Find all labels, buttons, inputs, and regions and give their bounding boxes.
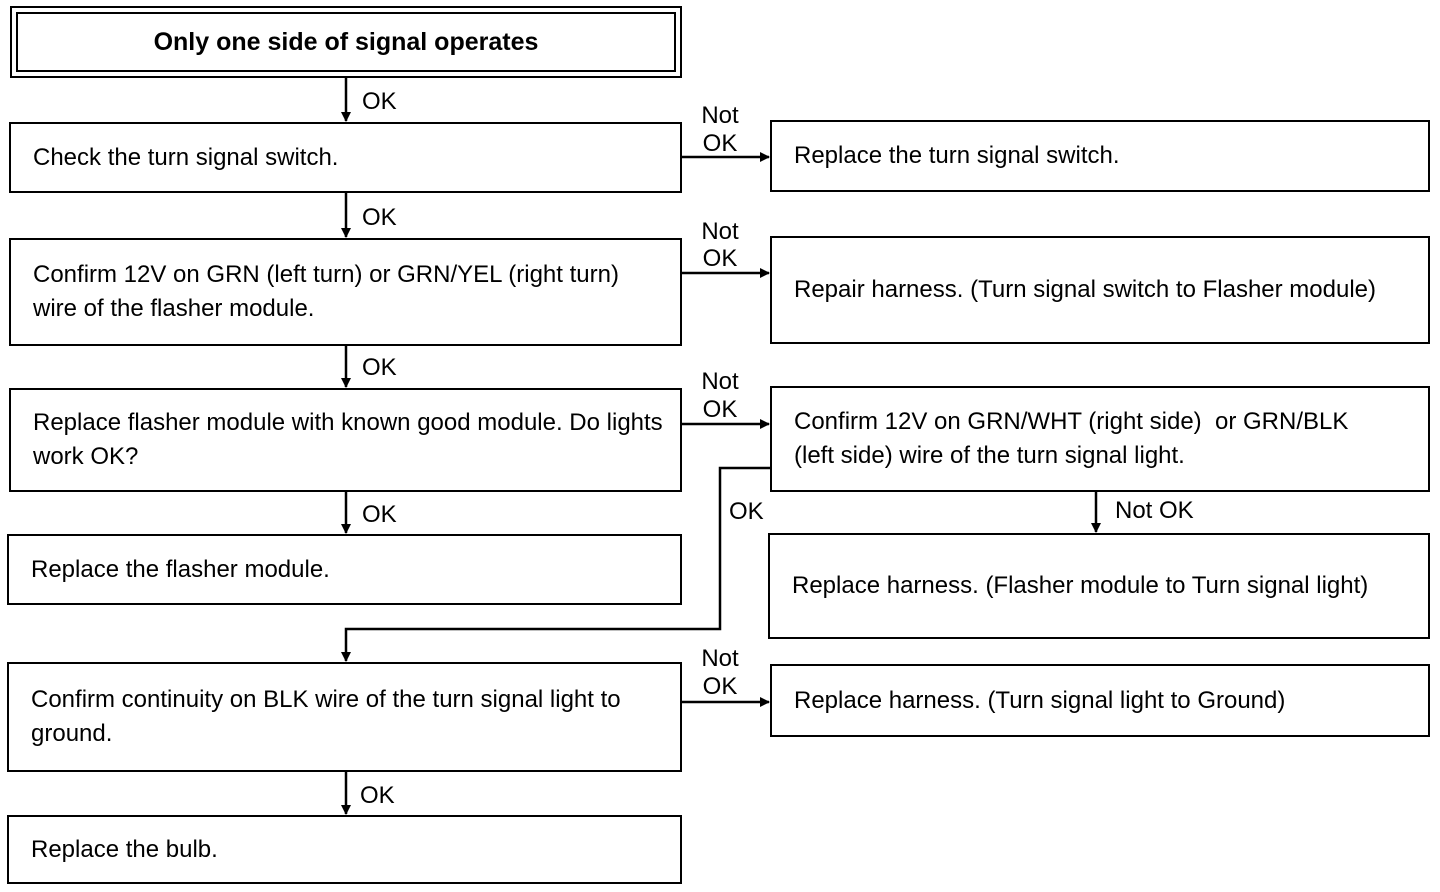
- label-not-1: Not: [701, 102, 739, 129]
- step-check-switch-text: Check the turn signal switch.: [33, 143, 339, 171]
- step-replace-harness-ground-text: Replace harness. (Turn signal light to G…: [794, 686, 1286, 714]
- step-replace-flasher-test: Replace flasher module with known good m…: [9, 388, 682, 492]
- label-not-ok-1: OK: [702, 130, 738, 157]
- label-not-ok-vertical: Not OK: [1115, 497, 1194, 524]
- step-replace-flasher: Replace the flasher module.: [7, 534, 682, 605]
- label-ok-2: OK: [362, 204, 397, 231]
- label-not-ok-3: OK: [702, 396, 738, 423]
- label-ok-5: OK: [360, 782, 395, 809]
- flowchart-title-frame: Only one side of signal operates: [10, 6, 682, 78]
- label-ok-1: OK: [362, 88, 397, 115]
- step-replace-flasher-test-text: Replace flasher module with known good m…: [33, 409, 663, 470]
- label-not-4: Not: [701, 645, 739, 672]
- step-replace-harness-light: Replace harness. (Flasher module to Turn…: [768, 533, 1430, 639]
- step-confirm-continuity: Confirm continuity on BLK wire of the tu…: [7, 662, 682, 772]
- step-check-switch: Check the turn signal switch.: [9, 122, 682, 193]
- step-confirm-12v-flasher-text: Confirm 12V on GRN (left turn) or GRN/YE…: [33, 261, 619, 322]
- label-ok-4: OK: [362, 501, 397, 528]
- flowchart-title: Only one side of signal operates: [16, 12, 676, 72]
- label-not-3: Not: [701, 368, 739, 395]
- step-replace-harness-light-text: Replace harness. (Flasher module to Turn…: [792, 572, 1369, 599]
- step-replace-switch-text: Replace the turn signal switch.: [794, 142, 1120, 169]
- step-confirm-12v-light: Confirm 12V on GRN/WHT (right side) or G…: [770, 386, 1430, 492]
- label-not-ok-2: OK: [702, 245, 738, 272]
- label-not-ok-4: OK: [702, 673, 738, 700]
- step-repair-harness-text: Repair harness. (Turn signal switch to F…: [794, 276, 1377, 303]
- label-not-2: Not: [701, 218, 739, 245]
- step-replace-flasher-text: Replace the flasher module.: [31, 555, 330, 583]
- step-replace-bulb-text: Replace the bulb.: [31, 835, 218, 863]
- step-confirm-continuity-text: Confirm continuity on BLK wire of the tu…: [31, 686, 621, 747]
- step-confirm-12v-flasher: Confirm 12V on GRN (left turn) or GRN/YE…: [9, 238, 682, 346]
- label-ok-3: OK: [362, 354, 397, 381]
- step-replace-switch: Replace the turn signal switch.: [770, 120, 1430, 192]
- step-repair-harness: Repair harness. (Turn signal switch to F…: [770, 236, 1430, 344]
- label-ok-6: OK: [729, 498, 764, 525]
- step-confirm-12v-light-text: Confirm 12V on GRN/WHT (right side) or G…: [794, 408, 1356, 469]
- arrow-confirm-light-ok: [341, 466, 770, 662]
- step-replace-harness-ground: Replace harness. (Turn signal light to G…: [770, 664, 1430, 737]
- step-replace-bulb: Replace the bulb.: [7, 815, 682, 884]
